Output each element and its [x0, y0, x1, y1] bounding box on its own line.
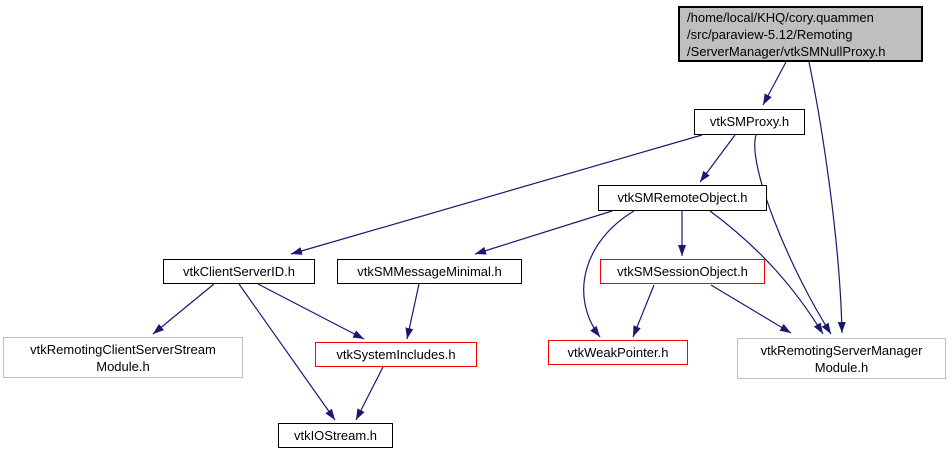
node-vtksmproxy[interactable]: vtkSMProxy.h — [694, 109, 805, 135]
edge-smproxy-remotingservermanagermodule — [754, 134, 832, 335]
node-vtksmsessionobject[interactable]: vtkSMSessionObject.h — [600, 259, 765, 284]
edge-smproxy-smremoteobject — [699, 134, 736, 183]
node-vtkremotingservermanagermodule[interactable]: vtkRemotingServerManager Module.h — [737, 338, 946, 379]
edge-clientserverid-remotingclientserverstreammodule — [152, 283, 215, 335]
node-vtksmmessageminimal[interactable]: vtkSMMessageMinimal.h — [337, 259, 522, 284]
edge-smsessionobject-weakpointer — [632, 284, 655, 338]
node-vtksmnullproxy[interactable]: /home/local/KHQ/cory.quammen /src/paravi… — [678, 6, 923, 62]
edge-nullproxy-smproxy — [762, 61, 787, 106]
edge-clientserverid-iostream — [238, 283, 336, 421]
node-vtksystemincludes[interactable]: vtkSystemIncludes.h — [315, 342, 477, 367]
edge-clientserverid-systemincludes — [257, 283, 365, 340]
edge-smsessionobject-remotingservermanagermodule — [710, 284, 792, 334]
node-vtkremotingclientserverstreammodule[interactable]: vtkRemotingClientServerStream Module.h — [3, 337, 243, 378]
edge-smmessageminimal-systemincludes — [405, 283, 420, 340]
edge-nullproxy-remotingservermanagermodule — [808, 61, 846, 334]
edge-smremoteobject-remotingservermanagermodule — [709, 210, 824, 335]
edge-smremoteobject-smmessageminimal — [474, 210, 613, 255]
edge-smremoteobject-weakpointer — [583, 210, 635, 338]
node-vtkweakpointer[interactable]: vtkWeakPointer.h — [548, 340, 688, 365]
edge-systemincludes-iostream — [355, 366, 384, 421]
node-vtkiostream[interactable]: vtkIOStream.h — [278, 423, 393, 448]
edge-smproxy-clientserverid — [290, 134, 703, 255]
node-vtksmremoteobject[interactable]: vtkSMRemoteObject.h — [598, 185, 767, 211]
node-vtkclientserverid[interactable]: vtkClientServerID.h — [163, 259, 315, 284]
